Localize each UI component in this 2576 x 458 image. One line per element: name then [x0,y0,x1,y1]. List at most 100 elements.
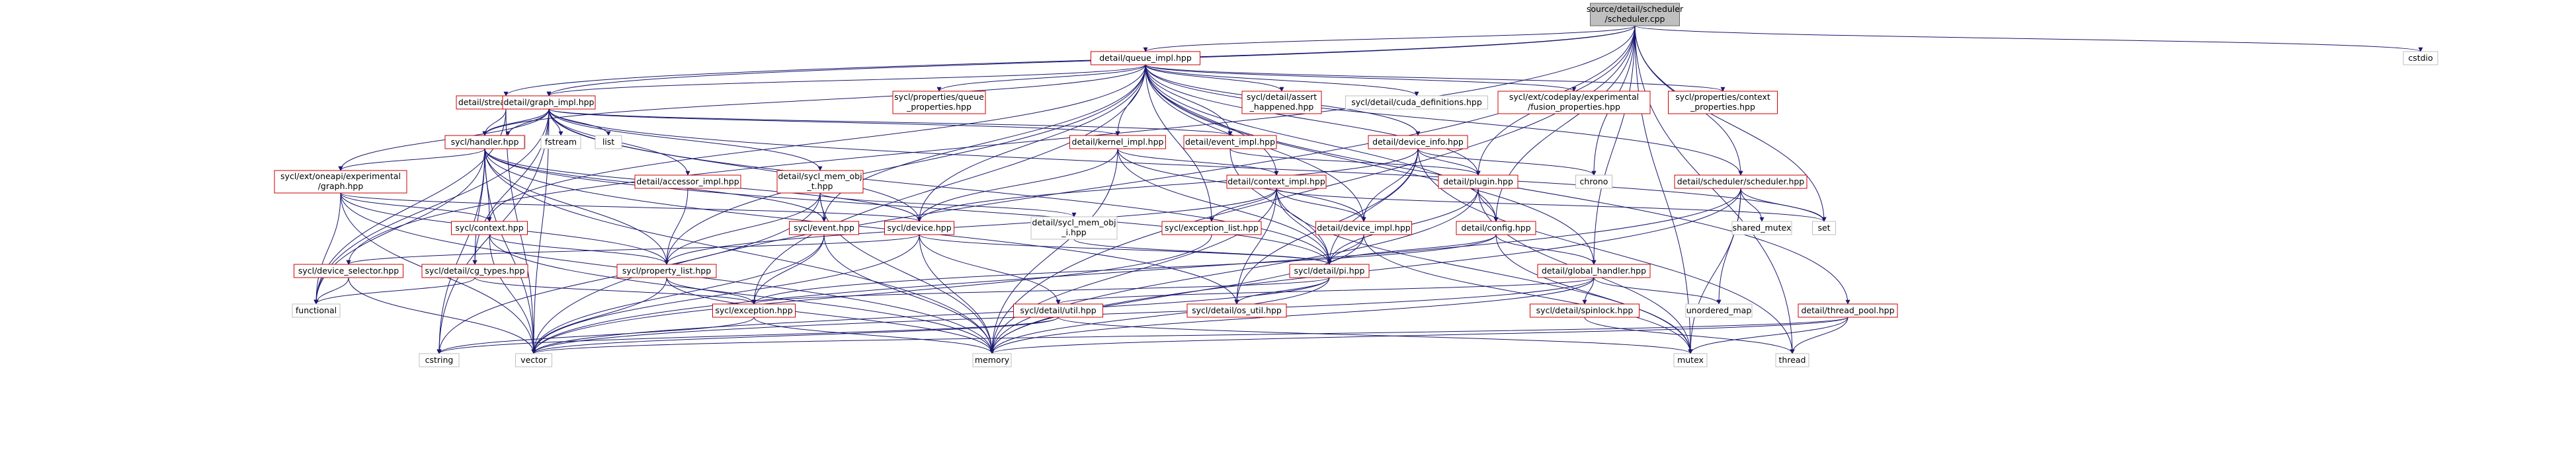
edge-root-to-vector [531,25,1636,354]
node-box-device_hpp [884,221,954,235]
node-device_impl[interactable]: detail/device_impl.hpp [1315,221,1412,235]
node-label-device_selector: sycl/device_selector.hpp [298,266,399,276]
node-kernel_impl[interactable]: detail/kernel_impl.hpp [1069,135,1166,149]
node-context_impl[interactable]: detail/context_impl.hpp [1226,174,1327,189]
node-handler[interactable]: sycl/handler.hpp [444,135,525,149]
node-queue_impl[interactable]: detail/queue_impl.hpp [1091,51,1200,65]
node-spinlock[interactable]: sycl/detail/spinlock.hpp [1530,303,1640,318]
node-label-fusion_props: sycl/ext/codeplay/experimental [1509,92,1639,102]
edge-event_impl-to-pi [1229,148,1332,265]
node-cstdio[interactable]: cstdio [2403,51,2438,65]
node-global_handler[interactable]: detail/global_handler.hpp [1537,264,1651,278]
node-vector[interactable]: vector [515,353,552,367]
edge-global_handler-to-util [1056,277,1595,305]
node-box-sycl_mem_obj_t [776,170,864,194]
node-box-context_impl [1226,174,1327,189]
node-set[interactable]: set [1812,221,1836,235]
node-pi[interactable]: sycl/detail/pi.hpp [1289,264,1370,278]
edge-root-to-config [1493,25,1636,222]
node-mutex[interactable]: mutex [1673,353,1708,367]
node-functional[interactable]: functional [292,303,341,318]
edge-exception_list-to-vector [531,234,1212,354]
node-label-sycl_mem_obj_i: _i.hpp [1061,227,1087,237]
node-box-list [595,135,622,149]
edge-queue_impl-to-assert_happened [1145,64,1284,92]
node-device_selector[interactable]: sycl/device_selector.hpp [294,264,403,278]
node-label-root: source/detail/scheduler [1587,4,1684,14]
node-context_props[interactable]: sycl/properties/context_properties.hpp [1668,91,1778,114]
node-accessor_impl[interactable]: detail/accessor_impl.hpp [634,174,741,189]
edge-queue_impl-to-handler [482,64,1146,136]
edge-thread_pool-to-vector [531,317,1849,354]
edge-thread_pool-to-thread [1790,317,1849,354]
node-exception_list[interactable]: sycl/exception_list.hpp [1161,221,1262,235]
edge-handler-to-pi [484,148,1332,265]
edge-device_info-to-device_impl [1361,148,1419,222]
node-sycl_mem_obj_i[interactable]: detail/sycl_mem_obj_i.hpp [1030,216,1118,240]
node-event_impl[interactable]: detail/event_impl.hpp [1183,135,1277,149]
node-device_info[interactable]: detail/device_info.hpp [1368,135,1468,149]
node-scheduler_hpp[interactable]: detail/scheduler/scheduler.hpp [1674,174,1807,189]
node-label-queue_props: _properties.hpp [906,102,972,112]
edge-queue_impl-to-device_hpp [917,64,1146,222]
node-exception[interactable]: sycl/exception.hpp [712,303,796,318]
node-list[interactable]: list [595,135,622,149]
edge-scheduler_hpp-to-mutex [1688,188,1741,354]
node-config[interactable]: detail/config.hpp [1456,221,1536,235]
node-util[interactable]: sycl/detail/util.hpp [1013,303,1103,318]
node-label-cstring: cstring [425,355,454,365]
node-cstring[interactable]: cstring [419,353,460,367]
edge-queue_impl-to-graph_impl [546,64,1146,96]
node-unordered_map[interactable]: unordered_map [1685,303,1753,318]
node-thread[interactable]: thread [1775,353,1809,367]
node-box-assert_happened [1241,91,1322,114]
node-device_hpp[interactable]: sycl/device.hpp [884,221,954,235]
node-box-chrono [1575,174,1612,189]
node-chrono[interactable]: chrono [1575,174,1612,189]
node-box-fstream [540,135,581,149]
edge-exception-to-cstring [436,317,755,354]
edge-config-to-mutex [1495,234,1693,354]
edge-property_list-to-memory [666,277,995,354]
node-sycl_mem_obj_t[interactable]: detail/sycl_mem_obj_t.hpp [776,170,864,194]
edge-layer [313,25,2423,354]
node-graph_impl[interactable]: detail/graph_impl.hpp [502,95,596,110]
node-box-property_list [616,264,717,278]
node-plugin[interactable]: detail/plugin.hpp [1438,174,1518,189]
node-box-spinlock [1530,303,1640,318]
node-label-global_handler: detail/global_handler.hpp [1542,266,1646,276]
node-fstream[interactable]: fstream [540,135,581,149]
edge-root-to-mutex [1634,25,1693,354]
node-memory[interactable]: memory [972,353,1012,367]
edge-handler-to-memory [484,148,995,354]
node-box-device_impl [1315,221,1412,235]
node-event_hpp[interactable]: sycl/event.hpp [789,221,859,235]
edge-scheduler_hpp-to-vector [531,188,1741,354]
edge-device_hpp-to-util [919,234,1061,305]
edge-root-to-thread [1634,25,1795,354]
node-box-memory [972,353,1012,367]
node-label-exception_list: sycl/exception_list.hpp [1165,223,1259,233]
node-property_list[interactable]: sycl/property_list.hpp [616,264,717,278]
edge-event_impl-to-plugin [1229,148,1481,176]
node-assert_happened[interactable]: sycl/detail/assert_happened.hpp [1241,91,1322,114]
node-shared_mutex[interactable]: shared_mutex [1731,221,1792,235]
edge-graph_impl-to-vector [531,108,550,354]
node-fusion_props[interactable]: sycl/ext/codeplay/experimental/fusion_pr… [1497,91,1651,114]
edge-context_impl-to-device_impl [1276,188,1366,222]
node-box-mutex [1673,353,1708,367]
node-thread_pool[interactable]: detail/thread_pool.hpp [1798,303,1898,318]
node-label-memory: memory [975,355,1010,365]
node-context_hpp[interactable]: sycl/context.hpp [451,221,528,235]
node-label-sycl_mem_obj_i: detail/sycl_mem_obj [1032,217,1116,227]
edge-handler-to-os_util [484,148,1239,305]
node-label-fusion_props: /fusion_properties.hpp [1528,102,1620,112]
edge-exception-to-memory [753,317,995,354]
node-oneapi_graph[interactable]: sycl/ext/oneapi/experimental/graph.hpp [274,170,407,194]
node-box-set [1812,221,1836,235]
node-queue_props[interactable]: sycl/properties/queue_properties.hpp [892,91,986,114]
node-cg_types[interactable]: sycl/detail/cg_types.hpp [421,264,528,278]
node-os_util[interactable]: sycl/detail/os_util.hpp [1186,303,1287,318]
node-cuda_defs[interactable]: sycl/detail/cuda_definitions.hpp [1345,95,1488,110]
